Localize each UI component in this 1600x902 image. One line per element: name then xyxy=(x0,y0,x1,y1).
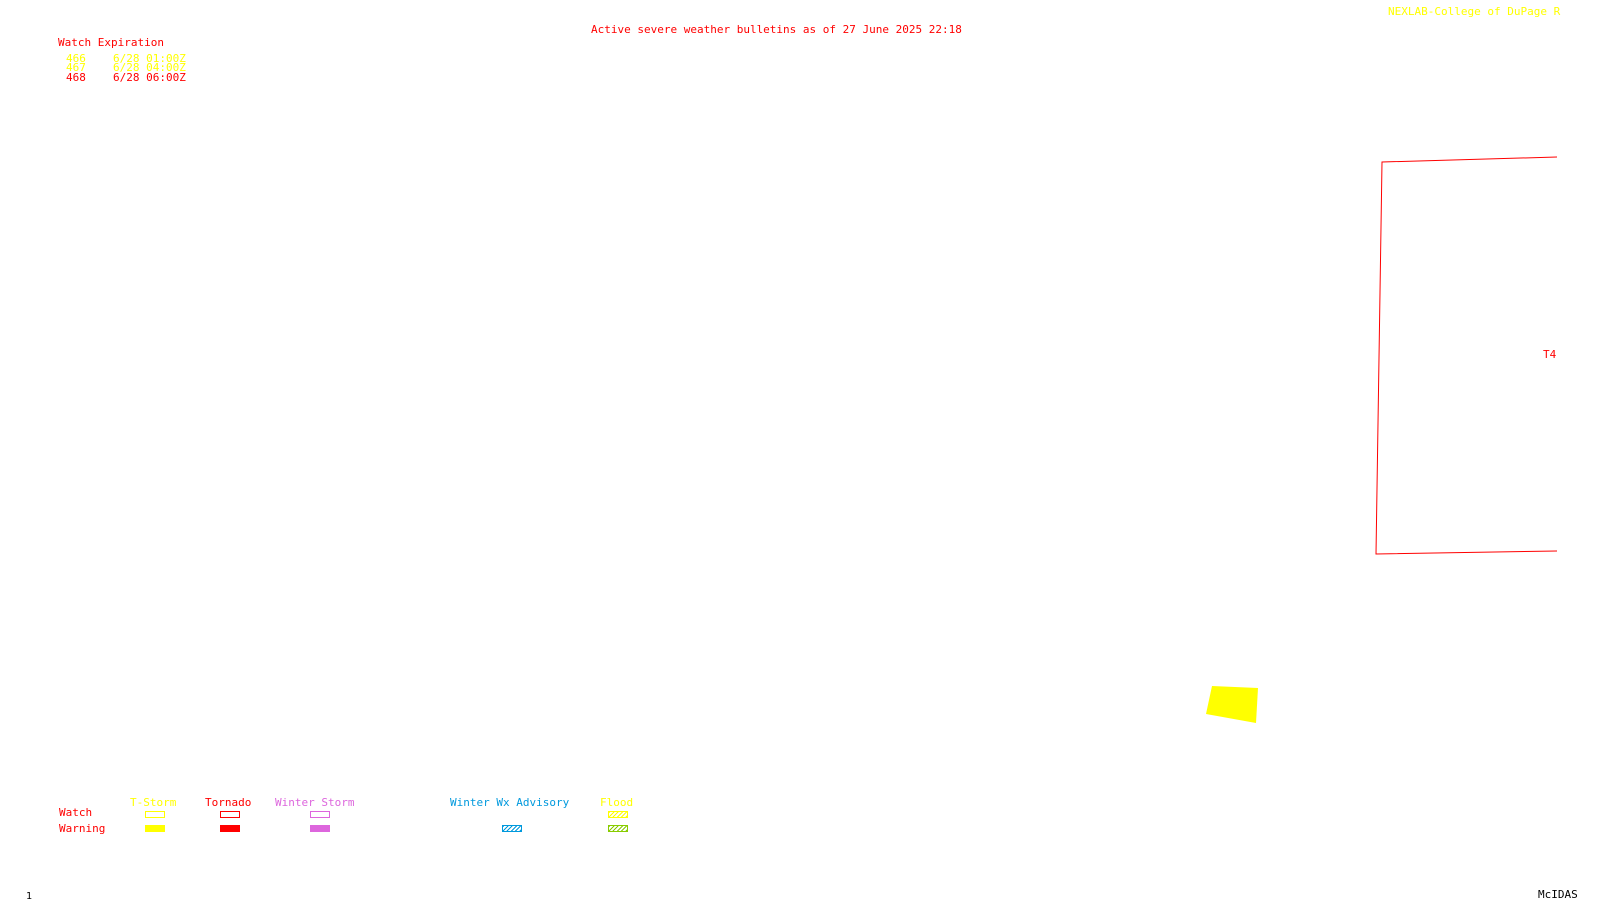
software-label: McIDAS xyxy=(1538,888,1578,901)
watch-expiry-time: 6/28 06:00Z xyxy=(113,71,186,84)
legend-watch-row-label: Watch xyxy=(59,806,93,819)
flood-warning-swatch xyxy=(608,825,628,832)
bulletin-title: Active severe weather bulletins as of 27… xyxy=(591,23,962,36)
watch-expiry-time: 6/28 01:00Z xyxy=(113,52,186,65)
legend-tornado-label: Tornado xyxy=(205,796,252,809)
watch-expiration-heading: Watch Expiration xyxy=(58,36,164,49)
watch-label: T4 xyxy=(1543,348,1557,361)
flood-watch-swatch xyxy=(608,811,628,818)
legend-tstorm-label: T-Storm xyxy=(130,796,177,809)
watch-number: 466 xyxy=(66,52,86,65)
credit-text: NEXLAB-College of DuPage R xyxy=(1388,5,1561,18)
watch-number: 467 xyxy=(66,61,86,74)
tornado-warning-swatch xyxy=(220,825,240,832)
tstorm-warning-swatch xyxy=(145,825,165,832)
winter-storm-watch-swatch xyxy=(310,811,330,818)
tornado-watch-outline xyxy=(1375,156,1558,555)
winter-storm-warning-swatch xyxy=(310,825,330,832)
frame-number: 1 xyxy=(26,891,33,902)
watch-number: 468 xyxy=(66,71,86,84)
watch-expiry-time: 6/28 04:00Z xyxy=(113,61,186,74)
tornado-watch-swatch xyxy=(220,811,240,818)
tstorm-warning-polygon xyxy=(1206,686,1258,723)
tstorm-watch-swatch xyxy=(145,811,165,818)
legend-winter-storm-label: Winter Storm xyxy=(275,796,355,809)
legend-winter-wx-advisory-label: Winter Wx Advisory xyxy=(450,796,570,809)
winter-wx-advisory-swatch xyxy=(502,825,522,832)
legend-flood-label: Flood xyxy=(600,796,634,809)
legend-warning-row-label: Warning xyxy=(59,822,106,835)
